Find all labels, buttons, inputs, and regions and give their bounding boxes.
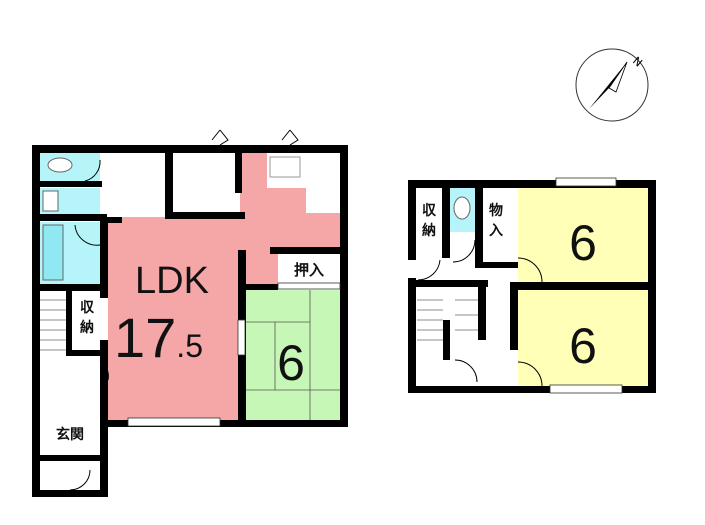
oshiire-label: 押入 — [294, 261, 324, 279]
compass-needle-icon — [589, 62, 627, 109]
bedroom-2-size: 6 — [569, 318, 597, 374]
storage-label-2f: 収納 — [422, 202, 437, 239]
sink-icon — [269, 156, 301, 178]
door-arcs-1f[interactable] — [69, 129, 299, 491]
genkan-label: 玄関 — [56, 426, 84, 443]
washitsu-size: 6 — [277, 335, 305, 391]
washitsu-area — [246, 290, 340, 420]
bedroom-2 — [518, 290, 648, 386]
ldk-size: 17.5 — [114, 306, 203, 369]
toilet-icon — [47, 157, 73, 173]
toilet-icon — [453, 196, 471, 220]
monoire-label: 物入 — [489, 202, 503, 239]
window — [127, 417, 221, 427]
bedroom-1-size: 6 — [569, 215, 597, 271]
door-arcs-2f[interactable] — [417, 239, 543, 387]
walls-2f — [408, 180, 656, 393]
bathtub-icon — [42, 224, 64, 281]
compass: N — [575, 48, 649, 122]
ldk-area — [108, 217, 240, 420]
stairs-icon — [40, 299, 66, 351]
basin-icon — [42, 190, 59, 212]
storage-label-1f: 収納 — [80, 299, 95, 336]
stairs-icon — [417, 299, 478, 341]
tatami-lines — [246, 290, 340, 420]
bedroom-1 — [518, 188, 648, 283]
ldk-label: LDK — [135, 260, 209, 302]
floor-2: 収納 物入 6 6 — [408, 177, 656, 394]
floor-1: LDK 17.5 6 押入 収納 玄関 — [32, 129, 348, 497]
